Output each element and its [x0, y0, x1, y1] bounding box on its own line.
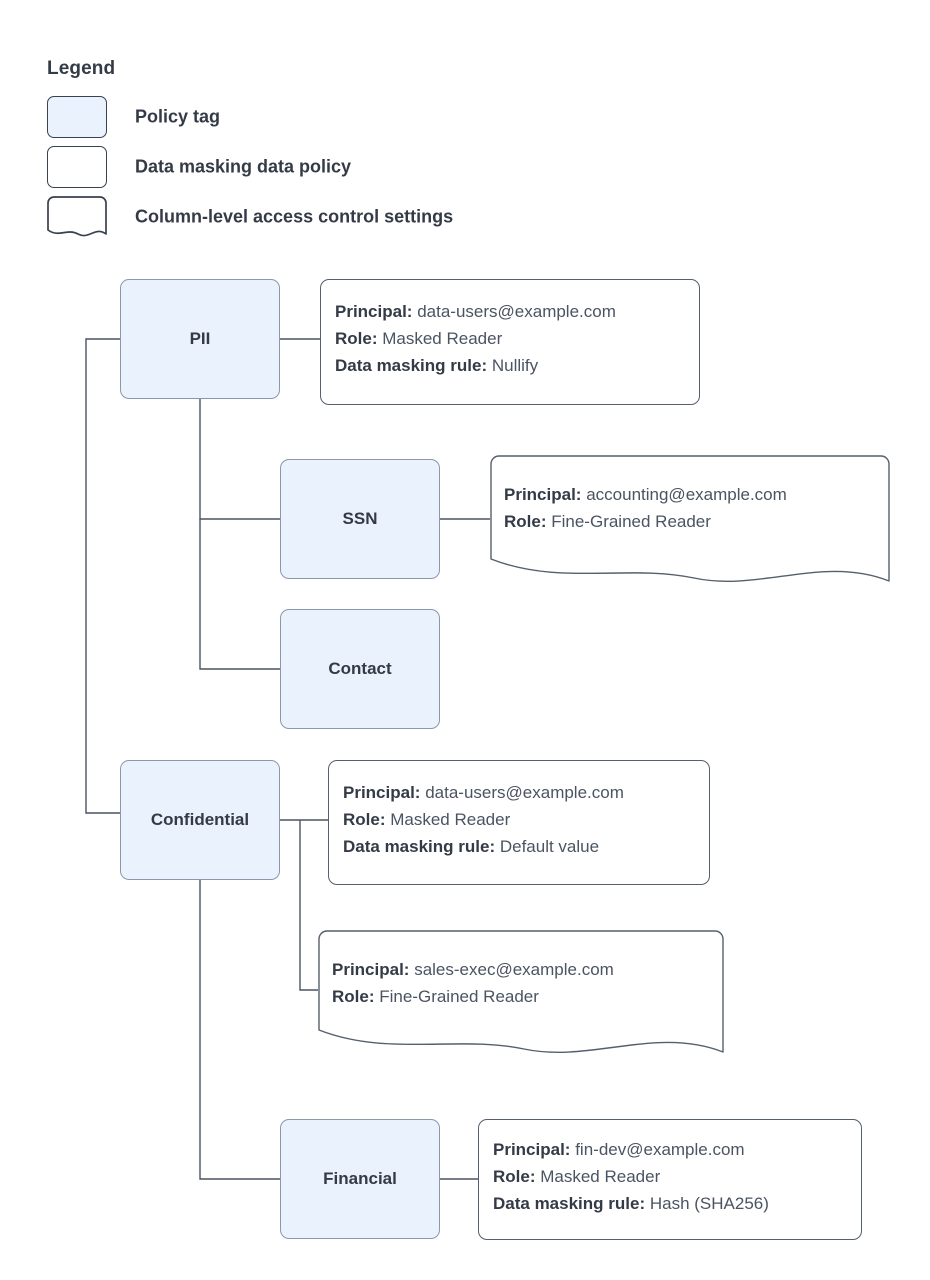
policy-text-confidential-acl: Principal: sales-exec@example.com Role: … — [332, 956, 714, 1010]
data-masking-policy-pii[interactable]: Principal: data-users@example.com Role: … — [320, 279, 700, 405]
policy-key: Data masking rule: — [335, 356, 488, 375]
policy-tag-contact[interactable]: Contact — [280, 609, 440, 729]
policy-value: Masked Reader — [390, 810, 511, 829]
policy-tag-confidential[interactable]: Confidential — [120, 760, 280, 880]
policy-key: Principal: — [332, 960, 410, 979]
policy-value: data-users@example.com — [417, 302, 616, 321]
policy-value: Masked Reader — [382, 329, 503, 348]
policy-key: Role: — [504, 512, 547, 531]
legend-swatch-policy-tag — [47, 96, 107, 138]
policy-value: Default value — [499, 837, 600, 856]
data-masking-policy-confidential[interactable]: Principal: data-users@example.com Role: … — [328, 760, 710, 885]
policy-value: Masked Reader — [540, 1167, 661, 1186]
policy-key: Role: — [332, 987, 375, 1006]
policy-key: Data masking rule: — [343, 837, 496, 856]
policy-value: Nullify — [491, 356, 539, 375]
policy-key: Principal: — [343, 783, 421, 802]
edge-confidential-acl — [299, 820, 318, 991]
policy-text-confidential: Principal: data-users@example.com Role: … — [343, 779, 699, 860]
policy-value: accounting@example.com — [586, 485, 787, 504]
legend-title: Legend — [47, 58, 116, 79]
legend-label-policy-tag: Policy tag — [135, 106, 221, 127]
policy-key: Data masking rule: — [493, 1194, 646, 1213]
policy-key: Principal: — [493, 1140, 571, 1159]
policy-value: Fine-Grained Reader — [379, 987, 539, 1006]
policy-text-ssn: Principal: accounting@example.com Role: … — [504, 481, 880, 535]
policy-key: Role: — [335, 329, 378, 348]
policy-tag-financial[interactable]: Financial — [280, 1119, 440, 1239]
policy-key: Principal: — [335, 302, 413, 321]
legend-swatch-column-acl — [47, 196, 107, 238]
legend-label-data-masking-policy: Data masking data policy — [135, 156, 352, 177]
policy-key: Principal: — [504, 485, 582, 504]
column-acl-confidential[interactable]: Principal: sales-exec@example.com Role: … — [318, 930, 724, 1060]
policy-value: sales-exec@example.com — [414, 960, 614, 979]
policy-tag-ssn[interactable]: SSN — [280, 459, 440, 579]
policy-text-pii: Principal: data-users@example.com Role: … — [335, 298, 689, 379]
policy-value: fin-dev@example.com — [575, 1140, 745, 1159]
policy-text-financial: Principal: fin-dev@example.com Role: Mas… — [493, 1136, 851, 1217]
edge-pii-contact — [199, 519, 280, 670]
edge-spine — [85, 338, 120, 814]
policy-value: data-users@example.com — [425, 783, 624, 802]
policy-value: Fine-Grained Reader — [551, 512, 711, 531]
policy-value: Hash (SHA256) — [649, 1194, 769, 1213]
legend-label-column-acl: Column-level access control settings — [135, 206, 454, 227]
edge-pii-ssn — [199, 399, 280, 520]
column-acl-ssn[interactable]: Principal: accounting@example.com Role: … — [490, 455, 890, 590]
policy-key: Role: — [343, 810, 386, 829]
policy-key: Role: — [493, 1167, 536, 1186]
edge-confidential-financial — [199, 880, 280, 1180]
data-masking-policy-financial[interactable]: Principal: fin-dev@example.com Role: Mas… — [478, 1119, 862, 1240]
legend-swatch-data-masking-policy — [47, 146, 107, 188]
policy-tag-pii[interactable]: PII — [120, 279, 280, 399]
